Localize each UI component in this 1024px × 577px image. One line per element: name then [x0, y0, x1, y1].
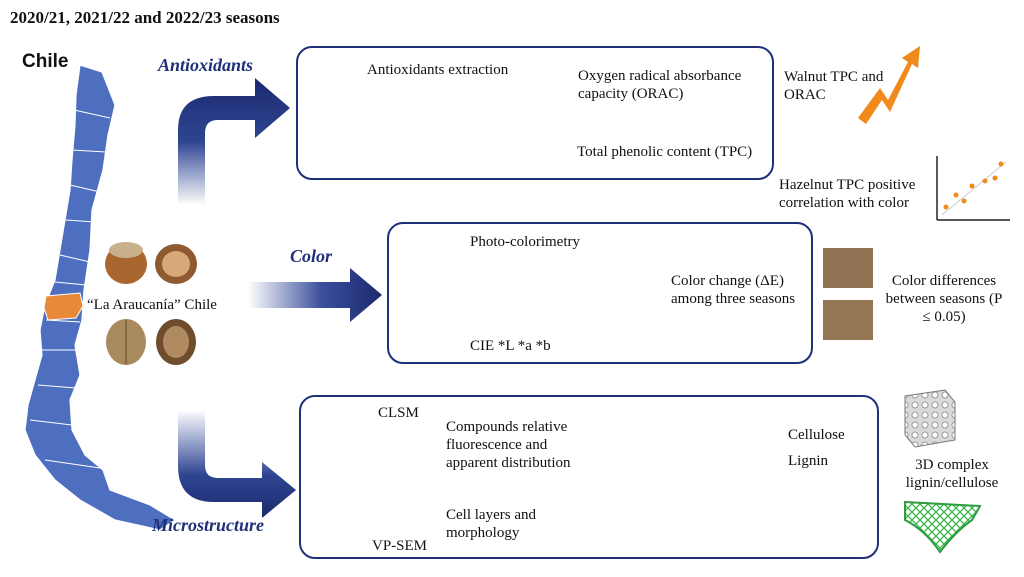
foam-3d-image — [904, 389, 956, 448]
region-label: “La Araucanía” Chile — [87, 297, 217, 313]
chile-region-lines — [29, 109, 111, 469]
color-box — [387, 222, 813, 364]
walnut-result-label: Walnut TPC and ORAC — [784, 69, 884, 103]
mesh-3d-image — [904, 500, 982, 554]
swatch-2 — [823, 300, 873, 340]
fluorescence-label: Compounds relative fluorescence and appa… — [446, 419, 571, 471]
orac-label: Oxygen radical absorbance capacity (ORAC… — [578, 68, 742, 102]
cell-layers-label: Cell layers and morphology — [446, 507, 536, 541]
color-differences-label: Color differences between seasons (P ≤ 0… — [885, 273, 1003, 325]
walnut-whole-image — [106, 319, 146, 365]
hazelnut-half-image — [155, 244, 197, 284]
lignin-label: Lignin — [788, 453, 828, 469]
section-color: Color — [290, 246, 333, 266]
hazelnut-result-label: Hazelnut TPC positive correlation with c… — [779, 177, 916, 211]
chile-map — [24, 64, 177, 531]
color-arrow — [248, 268, 382, 322]
cie-label: CIE *L *a *b — [470, 338, 551, 354]
microstructure-box — [299, 395, 879, 559]
photo-colorimetry-label: Photo-colorimetry — [470, 234, 580, 250]
cellulose-label: Cellulose — [788, 427, 845, 443]
clsm-label: CLSM — [378, 405, 419, 421]
country-label: Chile — [22, 51, 69, 72]
section-antioxidants: Antioxidants — [158, 55, 254, 75]
antioxidants-arrow — [178, 78, 290, 205]
antioxidants-box — [296, 46, 774, 180]
complex-3d-label: 3D complex lignin/cellulose — [905, 457, 999, 491]
color-change-label: Color change (ΔE) among three seasons — [671, 273, 796, 307]
scatter-plot-icon — [936, 156, 1010, 221]
section-microstructure: Microstructure — [152, 515, 265, 535]
trend-arrow-icon — [858, 46, 920, 124]
swatch-1 — [823, 248, 873, 288]
extraction-label: Antioxidants extraction — [367, 62, 509, 78]
hazelnut-whole-image — [105, 242, 147, 284]
tpc-label: Total phenolic content (TPC) — [577, 144, 753, 160]
araucania-region-shape — [43, 292, 84, 321]
walnut-half-image — [156, 319, 196, 365]
page-title: 2020/21, 2021/22 and 2022/23 seasons — [10, 8, 280, 27]
vpsem-label: VP-SEM — [372, 538, 428, 554]
microstructure-arrow — [178, 410, 296, 518]
